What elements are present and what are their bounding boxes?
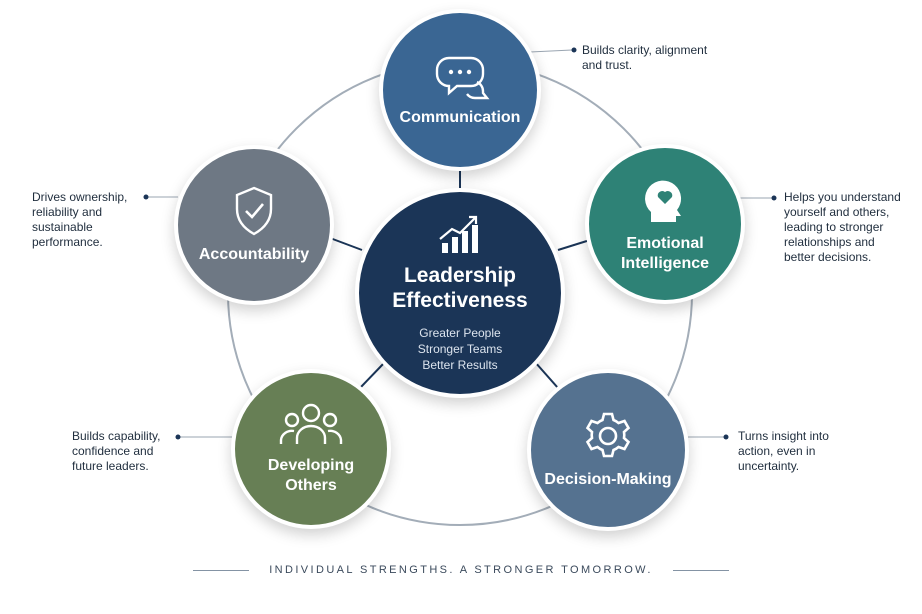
communication-label: Communication bbox=[399, 109, 521, 126]
connector-emotional-intelligence bbox=[557, 239, 591, 251]
description-line: future leaders. bbox=[72, 459, 149, 473]
node-developing-others: Developing Others bbox=[231, 369, 391, 529]
description-emotional-intelligence: Helps you understand yourself and others… bbox=[784, 190, 901, 265]
description-decision-making: Turns insight into action, even in uncer… bbox=[738, 429, 829, 474]
description-line: relationships and bbox=[784, 235, 875, 249]
leader-dot-decision-making bbox=[723, 434, 729, 440]
description-line: action, even in bbox=[738, 444, 816, 458]
center-node-leadership-effectiveness: Leadership Effectiveness Greater People … bbox=[355, 188, 565, 398]
leader-line-communication bbox=[529, 49, 573, 53]
center-subtitle-lines: Greater People Stronger Teams Better Res… bbox=[418, 325, 503, 373]
developing-others-label: Developing Others bbox=[267, 457, 355, 494]
footer-rule-right bbox=[672, 569, 729, 571]
description-line: yourself and others, bbox=[784, 205, 890, 219]
center-line-3: Better Results bbox=[422, 358, 498, 372]
emotional-intelligence-label: Emotional Intelligence bbox=[620, 235, 710, 272]
leader-dot-accountability bbox=[143, 194, 149, 200]
chat-bubbles-icon bbox=[435, 56, 490, 100]
description-line: Builds clarity, alignment bbox=[582, 43, 708, 57]
description-line: Helps you understand bbox=[784, 190, 901, 204]
shield-check-icon bbox=[235, 186, 273, 236]
description-line: confidence and bbox=[72, 444, 154, 458]
footer-rule-left bbox=[193, 569, 250, 571]
leader-dot-communication bbox=[571, 47, 577, 53]
gear-icon bbox=[585, 412, 631, 458]
node-accountability: Accountability bbox=[174, 145, 334, 305]
connector-decision-making bbox=[534, 361, 559, 389]
description-line: sustainable bbox=[32, 220, 93, 234]
center-title: Leadership Effectiveness bbox=[392, 264, 528, 312]
accountability-label: Accountability bbox=[198, 246, 310, 263]
center-line-2: Stronger Teams bbox=[417, 342, 503, 356]
description-developing-others: Builds capability, confidence and future… bbox=[72, 429, 161, 474]
description-communication: Builds clarity, alignment and trust. bbox=[582, 43, 707, 73]
node-communication: Communication bbox=[379, 9, 541, 171]
connector-accountability bbox=[329, 237, 363, 251]
leader-dot-developing-others bbox=[175, 434, 181, 440]
leader-dot-emotional-intelligence bbox=[771, 195, 777, 201]
people-group-icon bbox=[279, 403, 343, 444]
description-line: Turns insight into bbox=[738, 429, 829, 443]
node-emotional-intelligence: Emotional Intelligence bbox=[585, 144, 745, 304]
connector-developing-others bbox=[359, 361, 386, 389]
footer-tagline: INDIVIDUAL STRENGTHS. A STRONGER TOMORRO… bbox=[0, 564, 922, 576]
description-line: and trust. bbox=[582, 58, 633, 72]
description-line: reliability and bbox=[32, 205, 103, 219]
node-decision-making: Decision-Making bbox=[527, 369, 689, 531]
decision-making-label: Decision-Making bbox=[544, 471, 672, 488]
description-line: Builds capability, bbox=[72, 429, 161, 443]
head-heart-icon bbox=[645, 180, 682, 222]
footer-text: INDIVIDUAL STRENGTHS. A STRONGER TOMORRO… bbox=[269, 564, 653, 576]
description-line: better decisions. bbox=[784, 250, 872, 264]
description-line: Drives ownership, bbox=[32, 190, 128, 204]
center-line-1: Greater People bbox=[419, 326, 501, 340]
description-line: uncertainty. bbox=[738, 459, 800, 473]
description-line: performance. bbox=[32, 235, 103, 249]
description-accountability: Drives ownership, reliability and sustai… bbox=[32, 190, 127, 250]
growth-chart-icon bbox=[439, 215, 478, 253]
description-line: leading to stronger bbox=[784, 220, 884, 234]
